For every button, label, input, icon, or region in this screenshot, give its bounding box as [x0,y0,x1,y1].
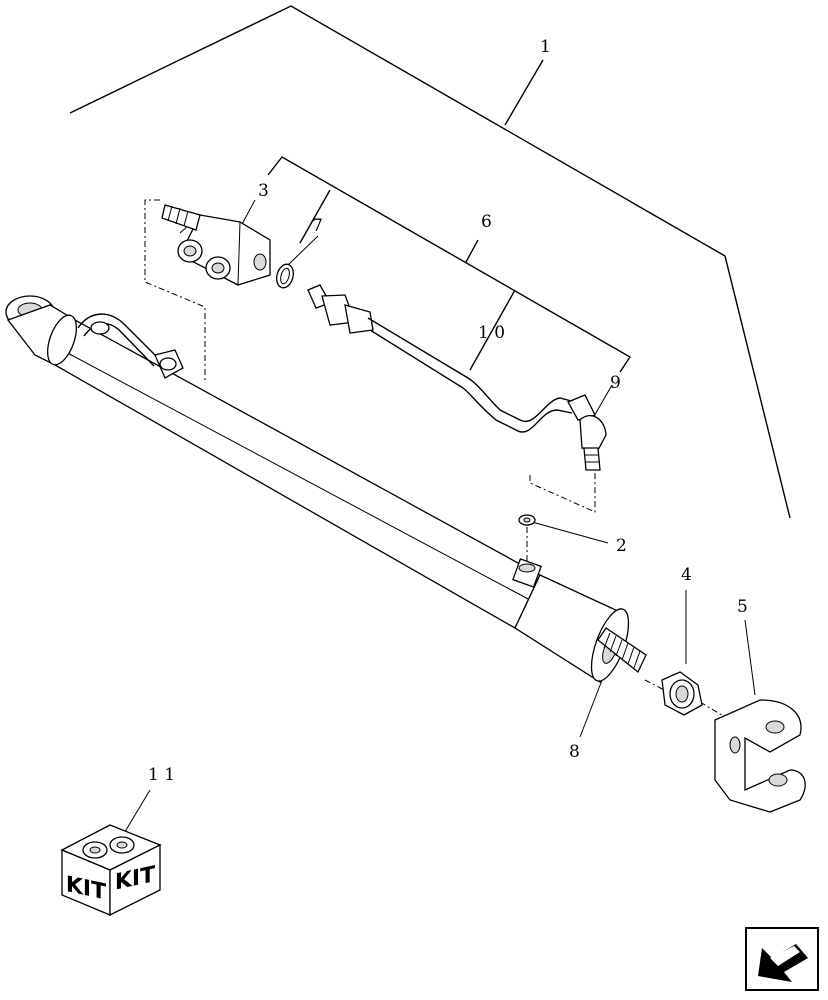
valve-block [161,204,271,286]
callout-1: 1 [540,37,551,57]
callout-4: 4 [681,565,692,585]
callout-2: 2 [616,536,627,556]
callout-7: 7 [312,216,323,236]
callout-5: 5 [737,597,748,617]
assembly-bracket-6 [267,156,631,373]
elbow-fitting [567,394,607,471]
clevis-yoke [714,699,806,813]
callout-10: 1 0 [478,323,505,343]
washer [518,514,536,526]
previous-arrow-icon[interactable] [745,927,819,991]
callout-3: 3 [258,181,269,201]
hydraulic-cylinder [5,295,647,684]
callout-8: 8 [569,742,580,762]
assembly-bracket-1 [69,5,791,519]
kit-box: KIT KIT [60,824,162,917]
tube-assembly [307,284,576,433]
callout-9: 9 [610,373,621,393]
callout-6: 6 [481,212,492,232]
jam-nut [661,671,703,716]
callout-11: 1 1 [148,765,175,785]
callout-labels: 1 2 3 4 5 6 7 8 9 1 0 1 1 [148,37,748,785]
o-ring [276,263,294,289]
